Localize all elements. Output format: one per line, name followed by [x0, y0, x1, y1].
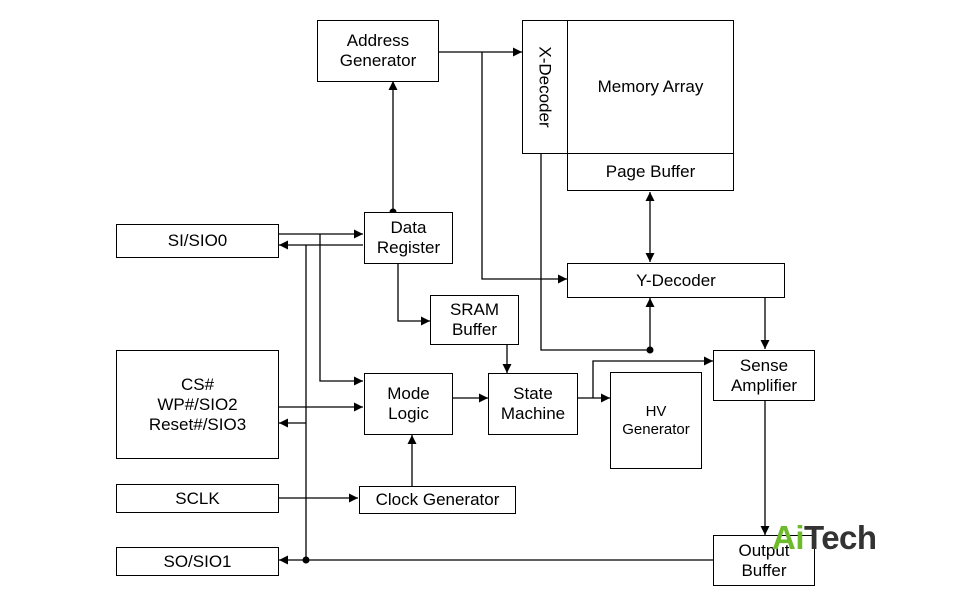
hv-generator-label: HV Generator: [622, 402, 690, 438]
sense-amplifier-label: Sense Amplifier: [730, 355, 798, 395]
sram-buffer-label: SRAM Buffer: [449, 300, 500, 339]
y-decoder-label: Y-Decoder: [636, 270, 716, 290]
wire-statemachine-to-sense: [592, 356, 713, 398]
aitech-watermark: AiTech: [772, 518, 877, 558]
sclk-label: SCLK: [175, 488, 220, 508]
x-decoder-block: X-Decoder: [522, 20, 568, 154]
so-sio1-pin: SO/SIO1: [116, 547, 279, 576]
state-machine-label: State Machine: [500, 384, 566, 423]
clock-generator-block: Clock Generator: [359, 486, 516, 514]
page-buffer-label: Page Buffer: [605, 162, 696, 181]
so-sio1-label: SO/SIO1: [163, 551, 232, 571]
data-register-label: Data Register: [376, 218, 441, 257]
wire-xdecoder-down: [540, 153, 650, 351]
memory-array-label: Memory Array: [597, 77, 704, 96]
wire-datareg-to-sram: [397, 264, 430, 326]
junction-output-bus: [302, 556, 310, 564]
control-pins: CS# WP#/SIO2 Reset#/SIO3: [116, 350, 279, 459]
mode-logic-label: Mode Logic: [387, 384, 430, 423]
si-sio0-pin: SI/SIO0: [116, 224, 279, 258]
address-generator-label: Address Generator: [339, 31, 417, 70]
sense-amplifier-block: Sense Amplifier: [713, 350, 815, 401]
y-decoder-block: Y-Decoder: [567, 263, 785, 298]
clock-generator-label: Clock Generator: [375, 490, 500, 509]
x-decoder-label: X-Decoder: [536, 46, 556, 128]
output-buffer-block: Output Buffer: [713, 535, 815, 586]
memory-array-block: Memory Array: [567, 20, 734, 154]
page-buffer-block: Page Buffer: [567, 153, 734, 191]
watermark-tech: Tech: [804, 519, 877, 556]
wire-si-to-modelogic: [319, 234, 363, 386]
data-register-block: Data Register: [364, 212, 453, 264]
wire-addrgen-to-ydecoder: [481, 52, 567, 284]
state-machine-block: State Machine: [488, 373, 578, 435]
watermark-ai: Ai: [772, 519, 805, 556]
mode-logic-block: Mode Logic: [364, 373, 453, 435]
address-generator-block: Address Generator: [317, 20, 439, 82]
hv-generator-block: HV Generator: [610, 372, 702, 469]
sram-buffer-block: SRAM Buffer: [430, 295, 519, 345]
si-sio0-label: SI/SIO0: [167, 231, 228, 250]
junction-hv-bus: [646, 346, 654, 354]
output-buffer-label: Output Buffer: [738, 540, 790, 580]
sclk-pin: SCLK: [116, 484, 279, 513]
control-pins-label: CS# WP#/SIO2 Reset#/SIO3: [148, 374, 247, 434]
